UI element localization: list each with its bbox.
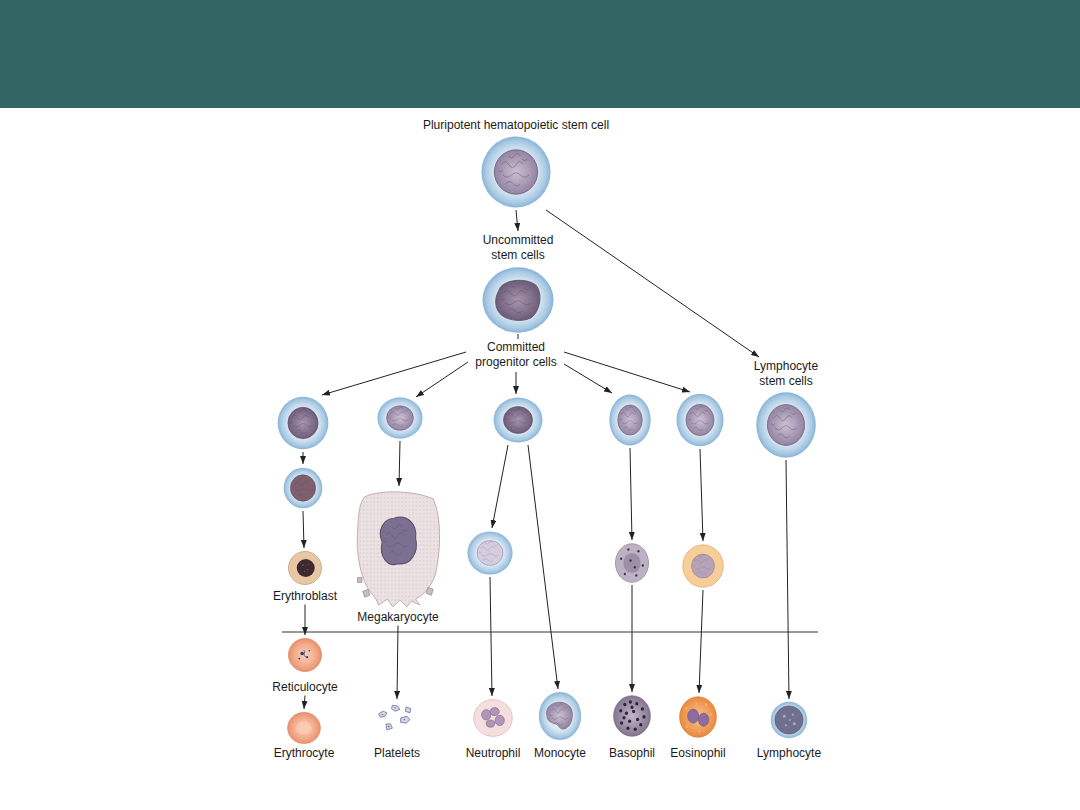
myeloid-progenitor-cell	[494, 397, 543, 442]
erythroid-progenitor-cell	[278, 397, 329, 450]
cell-drawing	[379, 705, 411, 730]
neutrophil-precursor-cell	[467, 531, 512, 574]
cell-illustration	[481, 266, 555, 334]
monocyte-cell: Monocyte	[532, 691, 588, 761]
cell-label: Monocyte	[534, 746, 586, 761]
basophil-cell: Basophil	[607, 694, 657, 761]
lineage-arrow	[516, 372, 517, 394]
lineage-arrow	[492, 445, 508, 528]
lineage-arrows	[282, 334, 818, 696]
cell-label: Neutrophil	[466, 746, 521, 761]
lineage-arrow	[700, 449, 703, 541]
megakaryocyte-cell: Megakaryocyte	[352, 489, 444, 625]
lineage-arrow	[546, 210, 759, 357]
cell-illustration	[612, 694, 652, 738]
megakaryocyte-progenitor-cell	[377, 397, 422, 438]
stem-cell: Lymphocyte stem cells	[746, 359, 826, 459]
cell-drawing	[481, 136, 550, 207]
cell-label: Platelets	[374, 746, 420, 761]
marrow-blood-divider	[282, 632, 818, 633]
cell-illustration	[480, 135, 552, 209]
eosinophil-progenitor-cell	[677, 394, 724, 447]
erythroblast-cell: Erythroblast	[271, 550, 339, 604]
cell-illustration	[287, 637, 323, 673]
lineage-arrow	[399, 441, 400, 486]
erythroid-precursor-cell	[284, 468, 323, 508]
lineage-arrow	[490, 577, 492, 696]
cell-label: Lymphocyte stem cells	[748, 359, 824, 389]
cell-label: Reticulocyte	[272, 680, 337, 695]
basophil-precursor-cell	[615, 544, 648, 583]
lineage-arrow	[397, 626, 398, 700]
cell-drawing	[287, 712, 320, 743]
cell-illustration	[755, 391, 817, 459]
neutrophil-cell: Neutrophil	[464, 698, 523, 761]
cell-illustration	[374, 701, 420, 735]
eosinophil-precursor-cell	[683, 545, 723, 587]
cell-drawing	[614, 696, 651, 736]
cell-label: Erythroblast	[273, 589, 337, 604]
label-anchor: Committed progenitor cells	[468, 340, 564, 370]
cell-drawing	[756, 392, 816, 457]
cell-illustration	[770, 701, 808, 739]
cell-drawing	[771, 702, 807, 738]
lineage-arrow	[303, 452, 304, 464]
cell-label: Uncommitted stem cells	[478, 233, 558, 263]
basophil-progenitor-cell	[609, 395, 650, 446]
reticulocyte-cell: Reticulocyte	[270, 637, 339, 695]
cell-illustration	[287, 550, 323, 586]
cell-label: Eosinophil	[670, 746, 725, 761]
progenitor-cells	[278, 394, 724, 587]
cell-label: Basophil	[609, 746, 655, 761]
platelets: Platelets	[372, 701, 422, 761]
cell-drawing	[539, 692, 581, 740]
lineage-arrow	[699, 590, 703, 693]
cell-label: Pluripotent hematopoietic stem cell	[423, 118, 609, 133]
cell-label: Erythrocyte	[274, 746, 335, 761]
cell-drawing	[357, 492, 439, 607]
cell-label: Megakaryocyte	[357, 610, 438, 625]
stem-cell: Uncommitted stem cells	[476, 233, 560, 334]
lineage-arrow	[303, 511, 304, 548]
eosinophil-cell: Eosinophil	[668, 695, 727, 761]
lineage-arrow	[786, 460, 789, 699]
header-band	[0, 0, 1080, 108]
lineage-arrow	[516, 210, 518, 231]
cell-illustration	[538, 691, 582, 741]
stem-cell: Pluripotent hematopoietic stem cell	[421, 118, 611, 210]
lineage-arrow	[528, 445, 558, 689]
lineage-arrow	[564, 352, 690, 392]
lineage-arrow	[305, 605, 306, 636]
cell-drawing	[288, 638, 321, 671]
lineage-line	[518, 334, 519, 339]
lymphocyte-cell: Lymphocyte	[755, 701, 823, 761]
cell-illustration	[286, 711, 322, 745]
group-label: Committed progenitor cells	[468, 340, 564, 370]
lineage-arrow	[416, 362, 468, 397]
cell-illustration	[472, 698, 514, 738]
cell-label: Lymphocyte	[757, 746, 821, 761]
lineage-arrow	[632, 585, 633, 692]
lineage-arrow	[304, 696, 305, 710]
cell-illustration	[678, 695, 718, 739]
lineage-arrow	[630, 448, 632, 540]
lineage-arrow	[564, 364, 612, 393]
cell-drawing	[474, 700, 513, 737]
cell-illustration	[354, 489, 442, 607]
cell-drawing	[680, 697, 717, 737]
cell-drawing	[482, 267, 553, 332]
erythrocyte-cell: Erythrocyte	[272, 711, 337, 761]
cell-drawing	[288, 551, 321, 584]
lineage-arrow	[322, 352, 466, 395]
